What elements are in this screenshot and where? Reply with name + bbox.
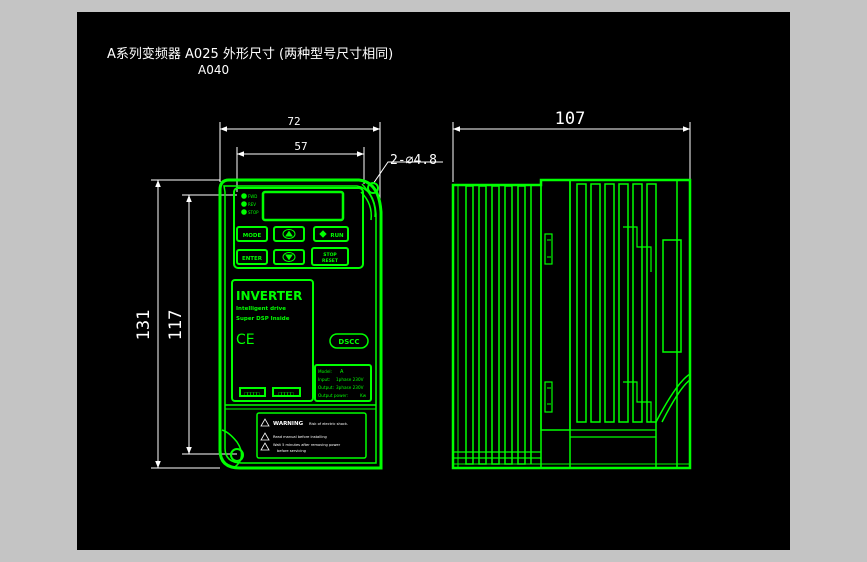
rating-power-label: Output power: — [318, 393, 348, 398]
rating-power-value: Kw — [360, 393, 367, 398]
side-casing-outline — [451, 178, 692, 470]
drawing-subtitle: A040 — [198, 63, 229, 77]
terminal-code-left: □□□□□ — [244, 391, 259, 397]
dim-width-label: 72 — [287, 115, 300, 128]
led-label-stop: STOP — [248, 210, 259, 215]
stop-key-label: STOP — [323, 252, 337, 258]
stop-reset-key — [311, 247, 349, 266]
keypad-panel — [233, 187, 364, 269]
warning-title: WARNING — [273, 421, 304, 427]
mode-key-label: MODE — [243, 233, 262, 239]
side-window — [662, 239, 682, 353]
rating-model-value: A — [340, 369, 344, 375]
front-view — [218, 178, 383, 470]
warning-triangles — [260, 418, 270, 451]
front-casing-outline — [218, 178, 383, 470]
mounting-hole-bottom-left — [230, 448, 244, 462]
warning-line-1: Read manual before installing — [273, 435, 327, 439]
warning-line-2: Wait 5 minutes after removing power — [273, 443, 341, 447]
reset-key-label: RESET — [322, 258, 339, 264]
mode-key — [236, 226, 268, 242]
dscc-logo-text: DSCC — [338, 338, 359, 346]
mounting-hole-top-right — [367, 182, 379, 194]
rating-input-label: Input: — [318, 377, 330, 382]
down-key — [273, 249, 305, 265]
enter-key — [236, 249, 268, 265]
rating-input-value: 1phase 230V — [336, 377, 364, 382]
enter-key-label: ENTER — [242, 256, 263, 262]
terminal-code-right: □□□□□ — [278, 391, 293, 397]
drawing-title: A系列变频器 A025 外形尺寸 (两种型号尺寸相同) — [107, 46, 393, 62]
dim-hole-height-label: 117 — [166, 310, 186, 341]
front-dimensions — [151, 122, 443, 469]
dsp-inside-text: Super DSP Inside — [236, 316, 290, 322]
dim-depth-label: 107 — [555, 109, 586, 129]
side-dimensions — [452, 122, 691, 182]
rating-model-label: Model: — [318, 369, 332, 374]
nameplate — [231, 279, 314, 402]
rating-output-value: 3phase 230V — [336, 385, 364, 390]
dim-height-label: 131 — [134, 310, 154, 341]
rating-output-label: Output: — [318, 385, 334, 390]
cad-drawing: A系列变频器 A025 外形尺寸 (两种型号尺寸相同) A040 72 57 1… — [107, 46, 692, 470]
cad-viewport[interactable]: A系列变频器 A025 外形尺寸 (两种型号尺寸相同) A040 72 57 1… — [77, 12, 790, 550]
warning-label — [256, 412, 367, 459]
hole-callout-label: 2-∅4.8 — [390, 153, 437, 168]
display-window — [261, 190, 345, 222]
dscc-logo — [329, 333, 369, 349]
intelligent-drive-text: Intelligent drive — [236, 306, 286, 312]
side-view — [451, 178, 692, 470]
rating-plate — [314, 364, 372, 402]
led-label-fwd: FWD — [248, 194, 257, 199]
inverter-title: INVERTER — [236, 289, 302, 303]
ce-mark: CE — [236, 332, 255, 348]
run-key — [313, 226, 349, 242]
arrow-key-icons — [282, 229, 327, 262]
warning-line-3: before servicing — [277, 449, 306, 453]
up-key — [273, 226, 305, 242]
led-label-rev: REV — [248, 202, 256, 207]
run-key-label: RUN — [330, 233, 344, 239]
dim-hole-spacing-label: 57 — [294, 140, 307, 153]
warning-subtitle: Risk of electric shock. — [309, 422, 348, 426]
